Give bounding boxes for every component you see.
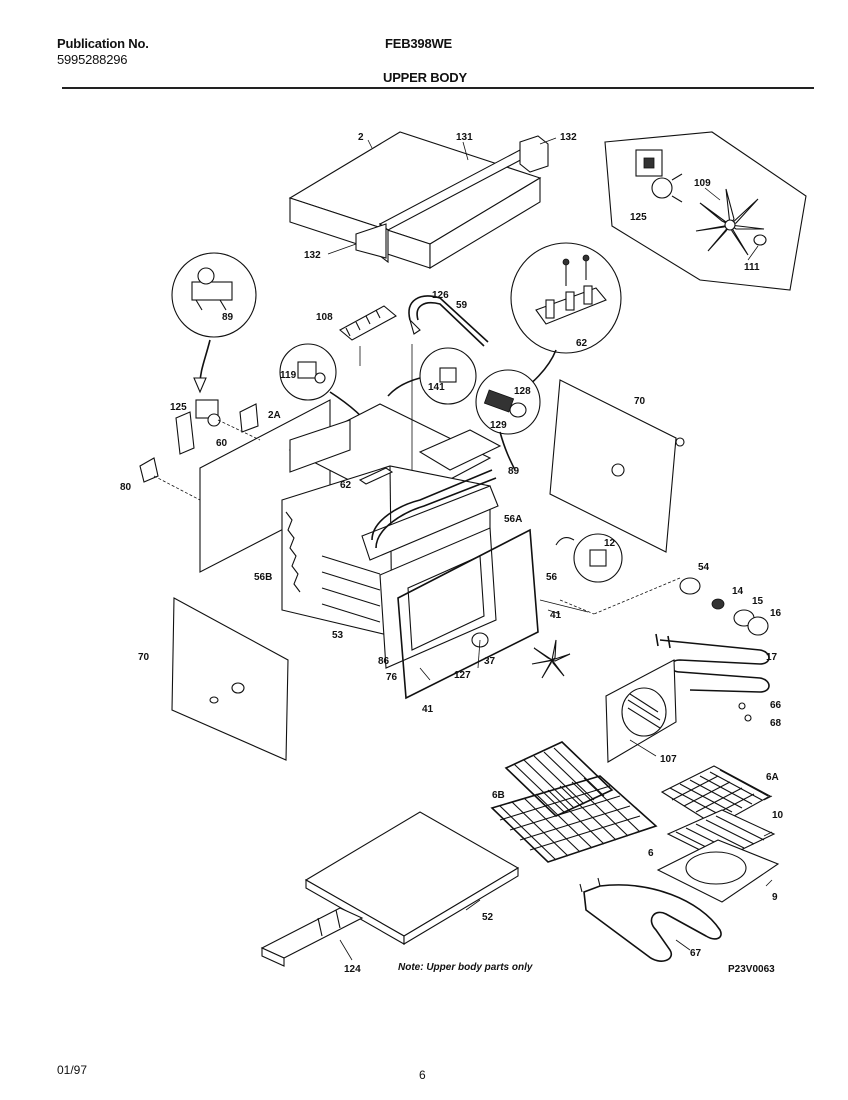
part-label: 66 bbox=[770, 700, 782, 711]
convection-fan-blade bbox=[531, 639, 571, 679]
part-label: 59 bbox=[456, 300, 468, 311]
part-label: 107 bbox=[660, 754, 677, 765]
part-label: 10 bbox=[772, 810, 784, 821]
part-label: 67 bbox=[690, 948, 702, 959]
switch-detail-inset bbox=[171, 252, 257, 394]
part-label: 126 bbox=[432, 290, 449, 301]
part-label: 62 bbox=[340, 480, 352, 491]
oven-cavity-body bbox=[199, 399, 539, 700]
part-label: 109 bbox=[694, 178, 711, 189]
part-label: 132 bbox=[304, 250, 321, 261]
small-insets bbox=[279, 343, 541, 471]
drawing-code: P23V0063 bbox=[728, 964, 775, 975]
part-label: 15 bbox=[752, 596, 764, 607]
top-panel-assembly bbox=[288, 131, 557, 269]
light-assembly bbox=[559, 577, 769, 636]
part-label: 41 bbox=[422, 704, 434, 715]
part-label: 9 bbox=[772, 892, 778, 903]
part-label: 62 bbox=[576, 338, 588, 349]
part-label: 41 bbox=[550, 610, 562, 621]
part-label: 132 bbox=[560, 132, 577, 143]
part-label: 86 bbox=[378, 656, 390, 667]
left-brackets bbox=[139, 399, 261, 501]
part-label: 108 bbox=[316, 312, 333, 323]
part-label: 119 bbox=[280, 370, 297, 381]
left-side-panel bbox=[171, 597, 289, 761]
diagram-note: Note: Upper body parts only bbox=[398, 962, 533, 973]
part-label: 14 bbox=[732, 586, 744, 597]
part-label: 54 bbox=[698, 562, 710, 573]
part-label: 111 bbox=[744, 262, 760, 273]
bottom-panel bbox=[304, 811, 520, 945]
part-label: 6A bbox=[766, 772, 779, 783]
part-label: 37 bbox=[484, 656, 496, 667]
part-label: 125 bbox=[630, 212, 647, 223]
terminal-block-inset bbox=[510, 242, 622, 393]
page-number: 6 bbox=[419, 1068, 426, 1082]
part-label: 128 bbox=[514, 386, 531, 397]
part-label: 12 bbox=[604, 538, 616, 549]
part-label: 56 bbox=[546, 572, 558, 583]
convection-fan-inset bbox=[604, 131, 807, 291]
part-label: 60 bbox=[216, 438, 228, 449]
part-label: 70 bbox=[634, 396, 646, 407]
part-label: 89 bbox=[508, 466, 520, 477]
part-label: 68 bbox=[770, 718, 782, 729]
part-label: 124 bbox=[344, 964, 361, 975]
part-label: 56B bbox=[254, 572, 272, 583]
part-label: 129 bbox=[490, 420, 507, 431]
part-label: 53 bbox=[332, 630, 344, 641]
part-label: 6B bbox=[492, 790, 505, 801]
duct-and-element bbox=[339, 295, 489, 347]
part-label: 127 bbox=[454, 670, 471, 681]
publication-label: Publication No. bbox=[57, 36, 149, 51]
rear-fan-guard bbox=[605, 659, 677, 763]
part-label: 6 bbox=[648, 848, 654, 859]
part-label: 17 bbox=[766, 652, 778, 663]
right-side-panel bbox=[549, 379, 685, 553]
part-label: 125 bbox=[170, 402, 187, 413]
model-number: FEB398WE bbox=[385, 36, 453, 51]
leader-lines bbox=[339, 344, 773, 961]
section-title: UPPER BODY bbox=[383, 70, 467, 85]
part-label: 76 bbox=[386, 672, 398, 683]
lower-bake-element bbox=[579, 877, 722, 962]
part-label: 2 bbox=[358, 132, 364, 143]
footer-date: 01/97 bbox=[57, 1063, 88, 1077]
part-label: 80 bbox=[120, 482, 132, 493]
publication-number: 5995288296 bbox=[57, 52, 128, 67]
part-label: 89 bbox=[222, 312, 234, 323]
part-label: 70 bbox=[138, 652, 150, 663]
drawer-slide bbox=[260, 907, 364, 967]
part-label: 56A bbox=[504, 514, 522, 525]
part-label: 131 bbox=[456, 132, 473, 143]
part-label: 16 bbox=[770, 608, 782, 619]
broiler-pan-set bbox=[656, 765, 780, 903]
fan-motor bbox=[555, 533, 623, 583]
header-rule bbox=[62, 87, 814, 89]
oven-racks bbox=[490, 741, 658, 863]
part-label: 52 bbox=[482, 912, 494, 923]
part-label: 2A bbox=[268, 410, 281, 421]
part-label: 141 bbox=[428, 382, 445, 393]
part-number-labels: 2 131 132 132 109 125 111 89 126 59 108 … bbox=[120, 132, 784, 975]
